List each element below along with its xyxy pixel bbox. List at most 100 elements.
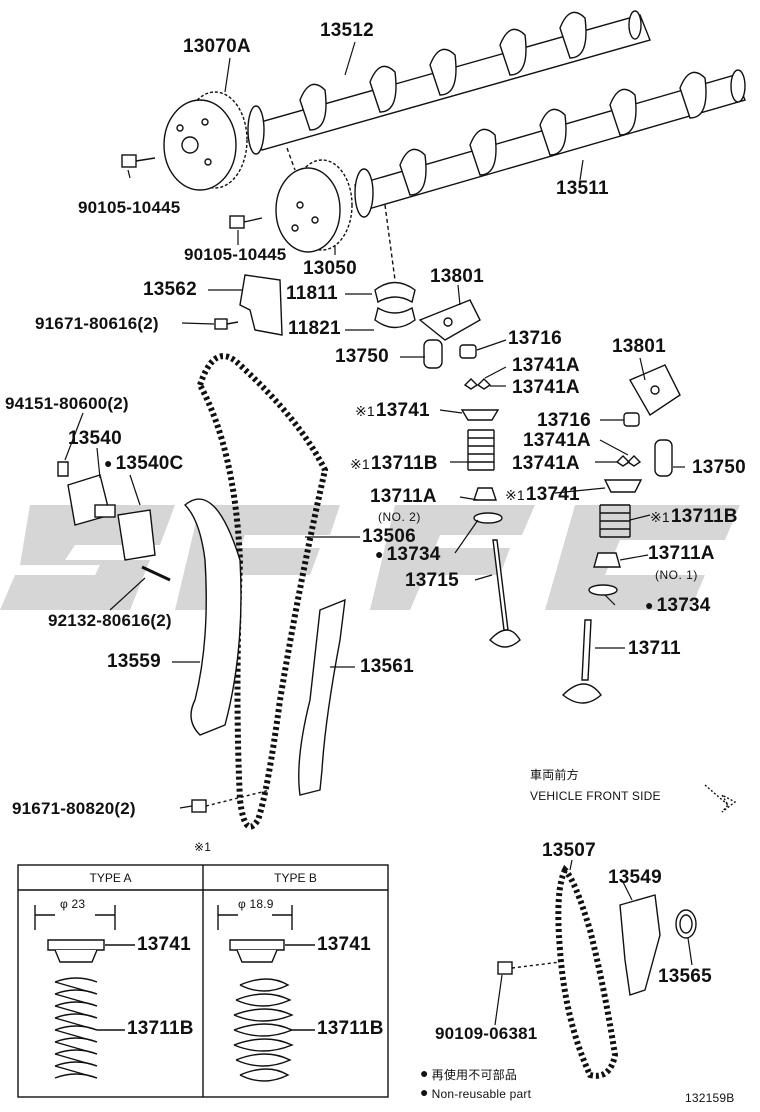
label-13540C: 13540C — [104, 454, 184, 473]
diagram-id: 132159B — [685, 1091, 735, 1105]
valve-spring-13711B-b — [599, 504, 631, 538]
label-13561: 13561 — [360, 656, 414, 677]
label-90109-06381: 90109-06381 — [435, 1024, 538, 1043]
inset-ref-mark: ※1 — [194, 840, 212, 854]
rocker-arm-13801-b — [629, 364, 681, 416]
shim-13716-a — [459, 344, 477, 359]
bolt-90109-06381 — [497, 961, 561, 975]
label-13711B-b: ※113711B — [650, 506, 738, 527]
valve-keepers-b — [615, 455, 642, 467]
spring-retainer-13741-b — [603, 479, 643, 493]
label-13734-b: 13734 — [645, 596, 711, 615]
label-13716-a: 13716 — [508, 328, 562, 349]
label-13711A-b: 13711A — [648, 543, 715, 564]
label-13711B-a: ※113711B — [350, 453, 438, 474]
lash-adjuster-13750-b — [654, 439, 673, 477]
label-13711: 13711 — [628, 638, 681, 659]
chain-guide-13559 — [183, 498, 242, 736]
label-13715: 13715 — [405, 570, 459, 591]
label-91671-80820: 91671-80820(2) — [12, 799, 136, 818]
label-13711A-a: 13711A — [370, 486, 437, 507]
label-13801-a: 13801 — [430, 266, 484, 287]
label-92132-80616: 92132-80616(2) — [48, 611, 172, 630]
label-13750-a: 13750 — [335, 346, 389, 367]
gasket-13540C — [117, 509, 156, 561]
label-11811: 11811 — [286, 283, 338, 304]
camshaft-exhaust — [247, 10, 651, 155]
vvt-gear-13050 — [275, 159, 353, 253]
inset-type-b-diameter: φ 18.9 — [238, 897, 274, 911]
inset-type-a-spring: 13711B — [127, 1018, 194, 1039]
label-13512: 13512 — [320, 20, 374, 41]
vvt-gear-13070A — [163, 91, 248, 191]
label-13716-b: 13716 — [537, 410, 591, 431]
legend-en: Non-reusable part — [420, 1084, 531, 1103]
bolt-91671-80820 — [191, 789, 271, 813]
label-13741-b: ※113741 — [505, 484, 580, 505]
legend-jp: 再使用不可部品 — [420, 1065, 517, 1084]
rocker-arm-13801-a — [418, 299, 481, 341]
label-13070A: 13070A — [183, 36, 251, 57]
valve-seal-13734-a — [473, 512, 503, 524]
bolt-90105-a — [121, 154, 156, 168]
valve-seal-13734-b — [588, 584, 618, 596]
label-13562: 13562 — [143, 279, 197, 300]
front-label-en: VEHICLE FRONT SIDE — [530, 789, 661, 803]
stud-92132 — [141, 565, 171, 582]
bearing-upper-11811 — [374, 281, 416, 304]
inset-type-a-diameter: φ 23 — [60, 897, 86, 911]
inset-type-a-cap: 13741 — [137, 934, 191, 955]
spring-13565 — [675, 909, 697, 939]
chain-damper-13561 — [298, 598, 346, 796]
ref-mark-b: ※1 — [350, 456, 370, 472]
label-91671-80616: 91671-80616(2) — [35, 314, 159, 333]
label-13741A-2: 13741A — [512, 377, 580, 398]
inset-spring-a — [54, 977, 98, 1079]
label-13741A-4: 13741A — [512, 453, 580, 474]
valve-13715 — [489, 539, 521, 648]
chain-tensioner-13540 — [67, 474, 116, 526]
inset-type-b-spring: 13711B — [317, 1018, 384, 1039]
label-11821: 11821 — [288, 318, 341, 339]
camshaft-intake — [354, 69, 746, 218]
bearing-lower-11821 — [374, 306, 416, 329]
valve-spring-13711B-a — [467, 429, 495, 471]
label-13507: 13507 — [542, 840, 596, 861]
nut-94151 — [57, 461, 69, 477]
label-13741A-3: 13741A — [523, 430, 591, 451]
inset-type-b-cap: 13741 — [317, 934, 371, 955]
label-90105-10445-b: 90105-10445 — [184, 245, 287, 264]
chain-guide-bracket-13562 — [239, 274, 283, 336]
label-13801-b: 13801 — [612, 336, 666, 357]
leader-lines — [64, 41, 693, 1026]
label-13506: 13506 — [362, 526, 416, 547]
spring-seat-13711A-b — [593, 552, 621, 568]
label-13734-a: 13734 — [375, 545, 441, 564]
ref-mark-c: ※1 — [505, 487, 525, 503]
bolt-90105-b — [229, 215, 263, 229]
front-arrow — [704, 784, 737, 813]
label-13711A-a-sub: (NO. 2) — [378, 510, 421, 524]
label-13750-b: 13750 — [692, 457, 746, 478]
label-13711A-b-sub: (NO. 1) — [655, 568, 698, 582]
oil-pump-chain-13507 — [555, 864, 619, 1079]
spring-retainer-13741-a — [460, 409, 500, 421]
label-90105-10445-a: 90105-10445 — [78, 198, 181, 217]
label-13540: 13540 — [68, 428, 122, 449]
valve-keepers-a — [463, 378, 492, 390]
label-13559: 13559 — [107, 651, 161, 672]
label-13549: 13549 — [608, 867, 662, 888]
lash-adjuster-13750-a — [423, 339, 443, 369]
ref-mark-d: ※1 — [650, 509, 670, 525]
inset-type-a-title: TYPE A — [89, 871, 132, 885]
front-label-jp: 車両前方 — [530, 768, 579, 782]
shim-13716-b — [623, 412, 640, 427]
label-94151-80600: 94151-80600(2) — [5, 394, 129, 413]
label-13050: 13050 — [303, 258, 357, 279]
label-13565: 13565 — [658, 966, 712, 987]
bolt-91671-80616 — [214, 318, 239, 330]
inset-type-b-title: TYPE B — [274, 871, 317, 885]
valve-13711 — [561, 619, 602, 704]
label-13741-a: ※113741 — [355, 400, 430, 421]
